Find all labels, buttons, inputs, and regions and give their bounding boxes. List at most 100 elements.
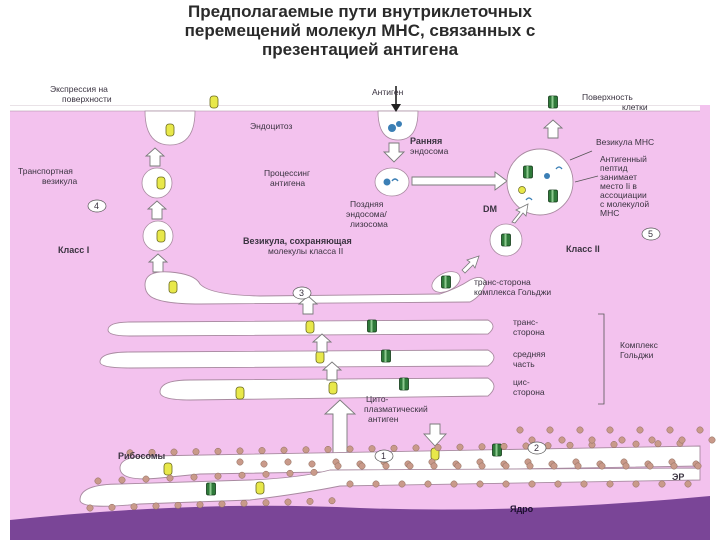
ribosome [450,480,458,488]
trans-golgi-vesicle [431,271,461,293]
class-i-golgi-molecule [305,320,315,334]
label-trans-golgi: транс-сторона [474,277,531,287]
ribosome [284,458,292,466]
ribosome [580,480,588,488]
class-ii-golgi-molecule [399,377,409,391]
ribosome [610,441,618,448]
ribosome [696,426,704,434]
class-i-golgi-molecule [235,386,245,400]
label-trans-side: транс- [513,317,538,327]
ribosome [456,443,464,451]
step-number-1: 1 [374,449,394,463]
label-peptide-2: пептид [600,163,628,173]
label-storage-vesicle-2: молекулы класса II [268,246,343,256]
ribosome [328,497,336,505]
ribosome [684,480,692,488]
golgi-trans-cisterna [144,271,487,305]
label-mhc-vesicle: Везикула МНС [596,137,654,147]
endocytosis-pit [377,110,419,141]
ribosome [86,504,94,512]
ribosome [390,444,398,452]
label-trans-side-2: сторона [513,327,545,337]
ribosome [126,449,134,457]
golgi-cisterna-trans [107,319,494,337]
ribosome [588,436,596,444]
ribosome [236,447,244,455]
ribosome [302,446,310,454]
label-peptide-5: ассоциации [600,190,647,200]
ribosome [346,480,354,488]
label-cytoplasmic-antigen-3: антиген [368,414,399,424]
ribosome [598,462,606,470]
diagonal-arrow-icon [511,203,529,224]
label-peptide-4: место Ii в [600,181,637,191]
label-cytoplasmic-antigen-2: плазматический [364,404,428,414]
class-i-transport-vesicle-2 [142,220,174,252]
ribosome [382,462,390,470]
ribosome [214,447,222,455]
label-ribosomes: Рибосомы [118,451,166,461]
label-storage-vesicle: Везикула, сохраняющая [243,236,352,246]
ribosome [478,462,486,470]
ribosome [398,480,406,488]
svg-text:4: 4 [94,201,99,211]
ribosome [500,442,508,450]
label-cis-side: цис- [513,377,530,387]
label-early-endosome: Ранняя [410,136,442,146]
ribosome [166,474,174,482]
ribosome [558,436,566,444]
label-peptide: Антигенный [600,154,647,164]
ribosome [192,448,200,456]
label-class-ii: Класс II [566,244,600,254]
label-er: ЭР [672,472,684,482]
cytoplasmic-antigen-arrow [422,423,448,447]
ribosome [646,462,654,470]
ribosome [658,480,666,488]
ribosome [152,502,160,510]
ribosome [118,476,126,484]
ribosome [346,445,354,453]
svg-text:1: 1 [381,451,386,461]
ribosome [566,441,574,449]
ribosome [148,448,156,456]
svg-text:3: 3 [299,288,304,298]
class-i-surface-molecule [209,95,219,109]
step-number-4: 4 [87,199,107,213]
label-surface-expression-2: поверхности [62,94,112,104]
ribosome [622,462,630,470]
ribosome [574,462,582,470]
label-nucleus: Ядро [510,504,534,514]
class-ii-golgi-molecule [367,319,377,333]
ribosome [334,462,342,470]
title-line-1: Предполагаемые пути внутриклеточных [187,2,533,21]
ribosome [174,501,182,509]
ribosome [108,503,116,511]
ribosome [670,462,678,470]
label-antigen: Антиген [372,87,404,97]
nucleus [10,496,710,540]
ribosome [632,480,640,488]
ribosome [372,480,380,488]
label-cytoplasmic-antigen: Цито- [366,394,389,404]
ribosome [430,462,438,470]
right-arrow-icon [411,171,508,191]
svg-text:5: 5 [648,229,653,239]
ribosome [424,480,432,488]
label-antigen-processing-2: антигена [270,178,305,188]
class-ii-golgi-molecule [381,349,391,363]
ribosome [554,480,562,488]
label-late-endosome-3: лизосома [350,219,388,229]
label-golgi-complex: Комплекс [620,340,659,350]
class-i-exocytosis-vesicle [144,110,196,146]
ribosome [606,426,614,434]
ribosome [666,426,674,434]
ribosome-group [86,426,716,512]
ribosome [516,426,524,434]
label-late-endosome: Поздняя [350,199,384,209]
ribosome [218,500,226,508]
label-peptide-6: с молекулой [600,199,649,209]
label-class-i: Класс I [58,245,89,255]
title-line-2: перемещений молекул МНС, связанных с [184,21,536,40]
ribosome [502,480,510,488]
ribosome [632,440,640,448]
